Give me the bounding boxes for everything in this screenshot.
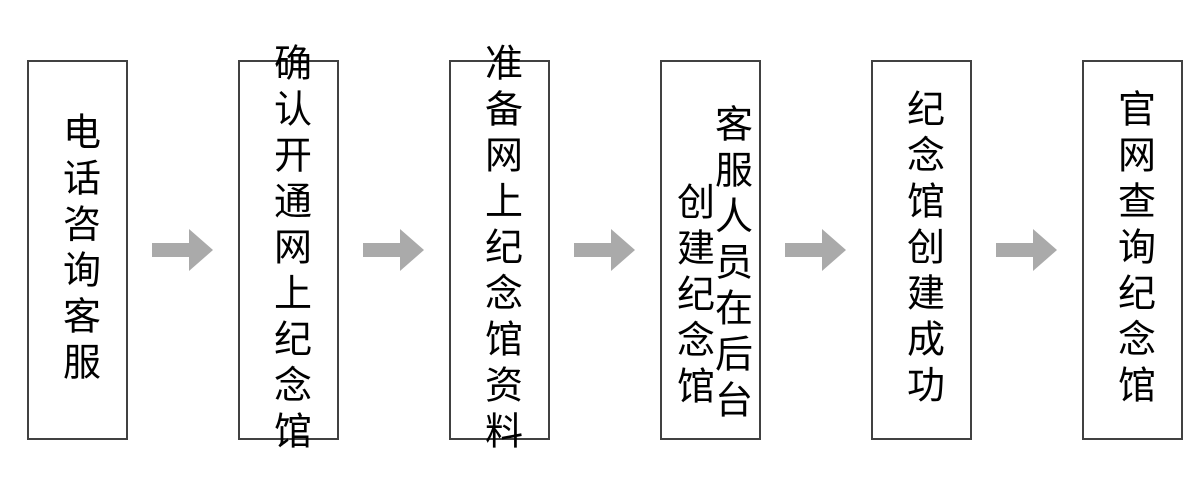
flow-node-6[interactable]: 官网查询纪念馆 <box>1082 60 1183 440</box>
flow-node-2-label: 确认开通网上纪念馆 <box>267 43 310 457</box>
flow-node-2[interactable]: 确认开通网上纪念馆 <box>238 43 339 457</box>
flow-node-6-label: 官网查询纪念馆 <box>1111 89 1154 411</box>
arrow-right-icon-3 <box>574 228 636 272</box>
flow-node-1[interactable]: 电话咨询客服 <box>27 60 128 440</box>
flow-node-4-label-column-1: 客服人员在后台 <box>708 104 751 426</box>
arrow-right-icon-5 <box>996 228 1058 272</box>
flow-node-1-label: 电话咨询客服 <box>56 112 99 388</box>
flow-node-4-label-column-2: 创建纪念馆 <box>670 182 713 412</box>
arrow-right-icon-4 <box>785 228 847 272</box>
arrow-right-icon-1 <box>152 228 214 272</box>
flow-node-5[interactable]: 纪念馆创建成功 <box>871 60 972 440</box>
flow-node-3[interactable]: 准备网上纪念馆资料 <box>449 43 550 457</box>
arrow-right-icon-2 <box>363 228 425 272</box>
flow-node-5-label: 纪念馆创建成功 <box>900 89 943 411</box>
flow-node-4[interactable]: 客服人员在后台 创建纪念馆 <box>660 60 761 440</box>
flow-node-3-label: 准备网上纪念馆资料 <box>478 43 521 457</box>
